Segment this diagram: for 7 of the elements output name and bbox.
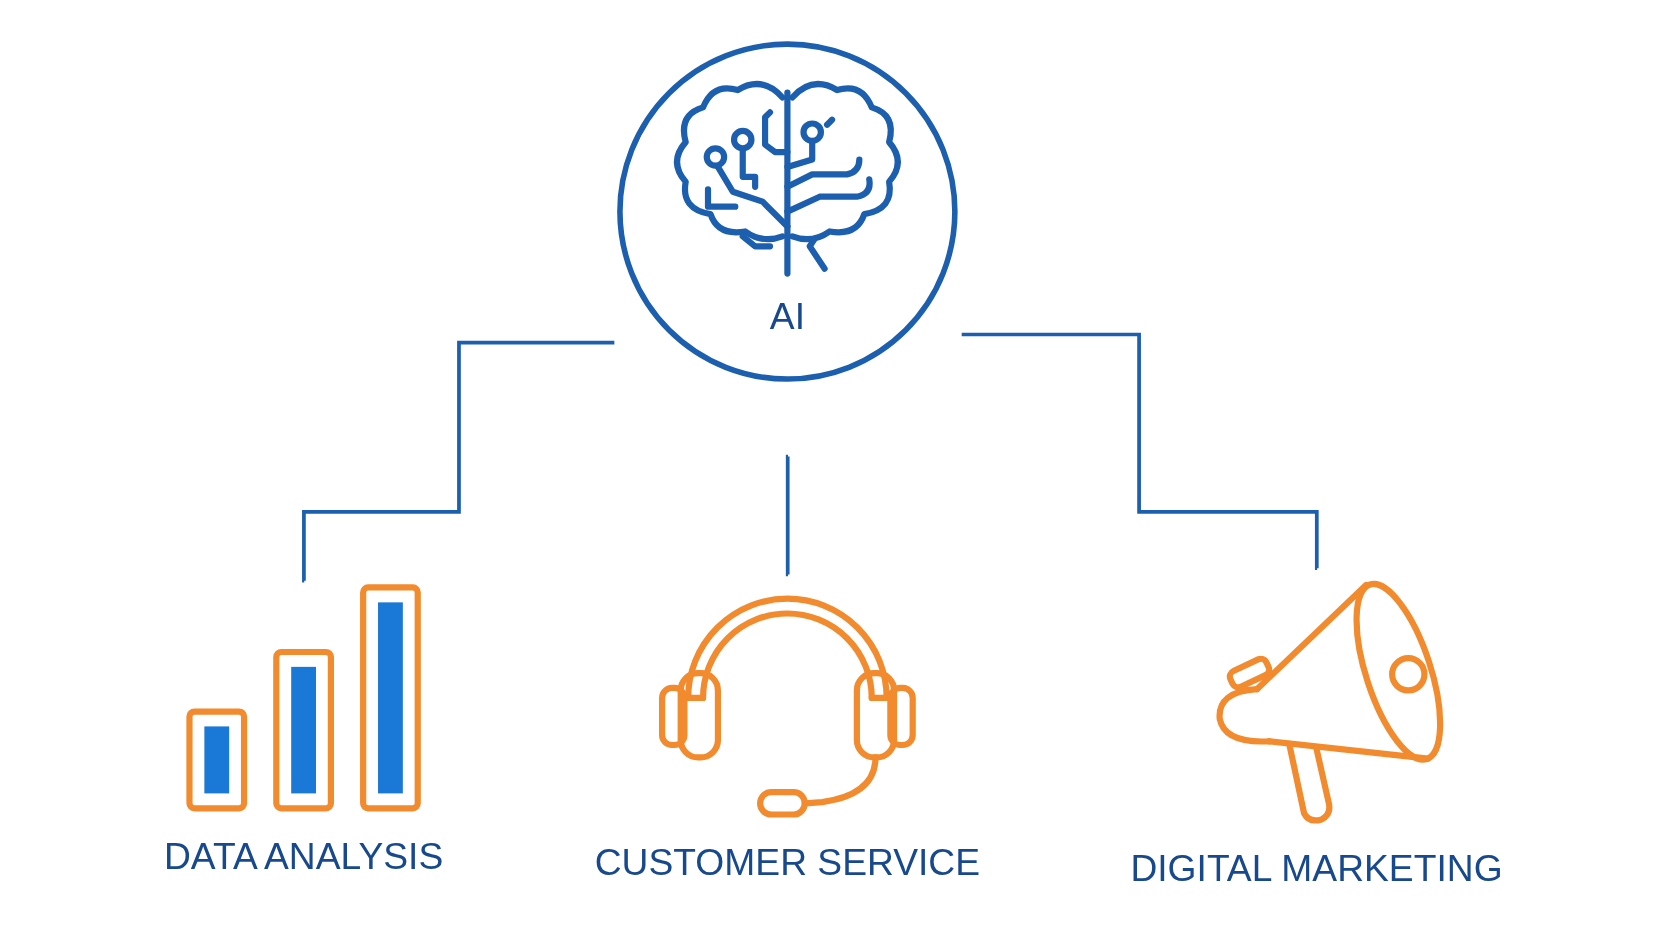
connector bbox=[962, 332, 1320, 571]
connector bbox=[302, 340, 615, 583]
node-label: CUSTOMER SERVICE bbox=[595, 841, 981, 883]
node-label: AI bbox=[770, 295, 806, 337]
connector bbox=[786, 454, 791, 577]
node-label: DATA ANALYSIS bbox=[164, 835, 444, 877]
node-label: DIGITAL MARKETING bbox=[1130, 848, 1503, 890]
